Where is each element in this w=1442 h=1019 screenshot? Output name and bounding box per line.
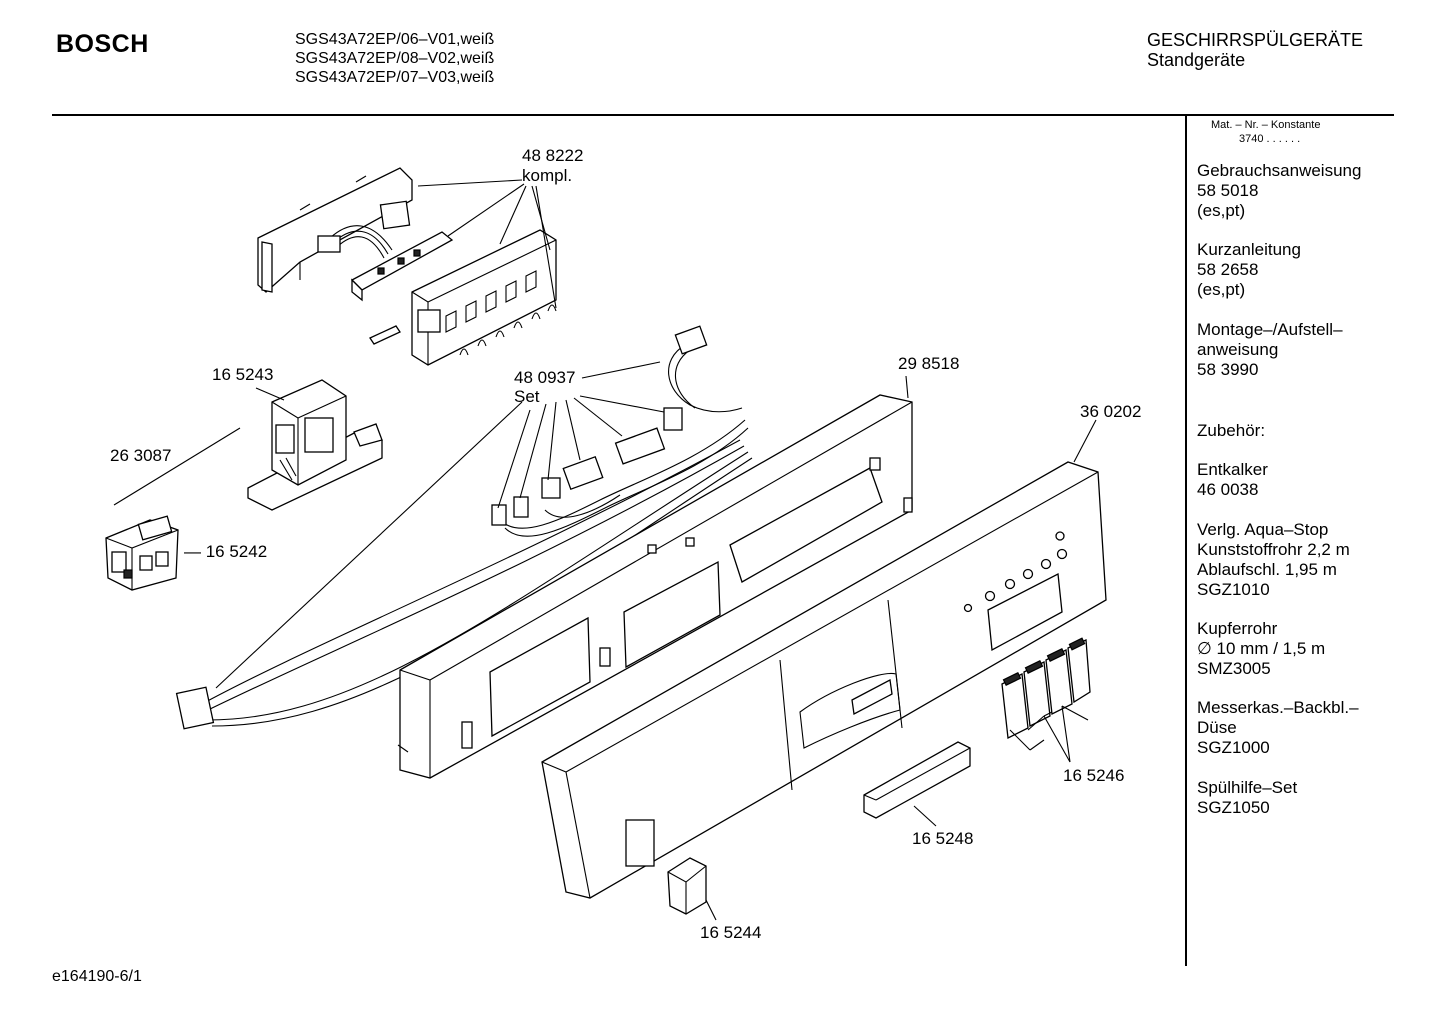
sidebar-line: (es,pt) xyxy=(1197,280,1246,299)
sidebar-line: Messerkas.–Backbl.– xyxy=(1197,698,1359,717)
sidebar-line: SGZ1050 xyxy=(1197,798,1270,817)
callout-16-5242: — 16 5242 xyxy=(184,542,267,561)
sidebar-line: SGZ1000 xyxy=(1197,738,1270,757)
sidebar-divider xyxy=(1185,116,1187,966)
accessory-sidebar: Mat. – Nr. – Konstante 3740 . . . . . . … xyxy=(1197,118,1387,818)
sidebar-block: Montage–/Aufstell– anweisung 58 3990 xyxy=(1197,320,1387,380)
button-set-part xyxy=(1001,637,1091,739)
sidebar-line: 46 0038 xyxy=(1197,480,1259,499)
sidebar-line: Verlg. Aqua–Stop xyxy=(1197,520,1329,539)
sidebar-line: Kupferrohr xyxy=(1197,619,1278,638)
sidebar-block: Kupferrohr ∅ 10 mm / 1,5 m SMZ3005 xyxy=(1197,619,1387,679)
sidebar-line: Spülhilfe–Set xyxy=(1197,778,1298,797)
model-line: SGS43A72EP/06–V01,weiß xyxy=(295,31,495,48)
callout-48-8222: 48 8222 xyxy=(522,146,583,165)
sidebar-line: Düse xyxy=(1197,718,1237,737)
sidebar-line: Montage–/Aufstell– xyxy=(1197,320,1343,339)
sidebar-line: SGZ1010 xyxy=(1197,580,1270,599)
sidebar-line: SMZ3005 xyxy=(1197,659,1271,678)
callout-16-5246: 16 5246 xyxy=(1063,766,1124,785)
callout-48-0937: 48 0937 xyxy=(514,368,575,387)
callout-16-5243: 16 5243 xyxy=(212,365,273,384)
material-number-header: Mat. – Nr. – Konstante 3740 . . . . . . xyxy=(1211,118,1387,146)
exploded-parts-diagram: 48 8222 kompl. 16 5243 26 3087 — 16 5242… xyxy=(105,146,1141,942)
callout-set: Set xyxy=(514,387,540,406)
sidebar-line: Entkalker xyxy=(1197,460,1268,479)
sidebar-block: Messerkas.–Backbl.– Düse SGZ1000 xyxy=(1197,698,1387,758)
model-list: SGS43A72EP/06–V01,weiß SGS43A72EP/08–V02… xyxy=(295,30,494,87)
callout-29-8518: 29 8518 xyxy=(898,354,959,373)
sidebar-block: Gebrauchsanweisung 58 5018 (es,pt) xyxy=(1197,161,1387,221)
sidebar-line: 58 3990 xyxy=(1197,360,1259,379)
panel-frame-part xyxy=(397,394,913,779)
material-number-constant: 3740 . . . . . . xyxy=(1239,133,1301,145)
material-number-label: Mat. – Nr. – Konstante xyxy=(1211,119,1321,131)
rod-part xyxy=(113,427,241,506)
category-subtitle: Standgeräte xyxy=(1147,50,1246,70)
sidebar-line: 58 5018 xyxy=(1197,181,1259,200)
sidebar-block: Spülhilfe–Set SGZ1050 xyxy=(1197,778,1387,818)
cable-harness-part xyxy=(175,325,753,730)
leader-lines xyxy=(215,179,1097,921)
bracket-part xyxy=(247,379,383,511)
sidebar-line: ∅ 10 mm / 1,5 m xyxy=(1197,639,1326,658)
drawing-id: e164190-6/1 xyxy=(52,968,142,985)
sidebar-block: Zubehör: xyxy=(1197,421,1387,441)
callout-36-0202: 36 0202 xyxy=(1080,402,1141,421)
category-heading: GESCHIRRSPÜLGERÄTE Standgeräte xyxy=(1147,30,1363,70)
sidebar-line: 58 2658 xyxy=(1197,260,1259,279)
sidebar-block: Entkalker 46 0038 xyxy=(1197,460,1387,500)
brand-logo: BOSCH xyxy=(56,30,149,58)
sidebar-line: (es,pt) xyxy=(1197,201,1246,220)
sidebar-line: Gebrauchsanweisung xyxy=(1197,161,1362,180)
callout-labels: 48 8222 kompl. 16 5243 26 3087 — 16 5242… xyxy=(110,146,1141,942)
sidebar-block: Kurzanleitung 58 2658 (es,pt) xyxy=(1197,240,1387,300)
callout-kompl: kompl. xyxy=(522,166,572,185)
sidebar-line: Kunststoffrohr 2,2 m xyxy=(1197,540,1350,559)
switch-block-part xyxy=(105,515,179,591)
model-line: SGS43A72EP/07–V03,weiß xyxy=(295,69,495,86)
knob-part xyxy=(667,857,707,915)
sidebar-line: Ablaufschl. 1,95 m xyxy=(1197,560,1337,579)
front-panel-part xyxy=(541,461,1107,899)
sidebar-line: anweisung xyxy=(1197,340,1279,359)
callout-26-3087: 26 3087 xyxy=(110,446,171,465)
control-module-part xyxy=(257,167,557,366)
category-title: GESCHIRRSPÜLGERÄTE xyxy=(1147,30,1364,50)
callout-16-5248: 16 5248 xyxy=(912,829,973,848)
header-divider xyxy=(52,114,1394,116)
sidebar-block: Verlg. Aqua–Stop Kunststoffrohr 2,2 m Ab… xyxy=(1197,520,1387,600)
sidebar-line: Kurzanleitung xyxy=(1197,240,1301,259)
model-line: SGS43A72EP/08–V02,weiß xyxy=(295,50,495,67)
callout-16-5244: 16 5244 xyxy=(700,923,761,942)
sidebar-line: Zubehör: xyxy=(1197,421,1266,440)
trim-strip-part xyxy=(863,741,971,819)
